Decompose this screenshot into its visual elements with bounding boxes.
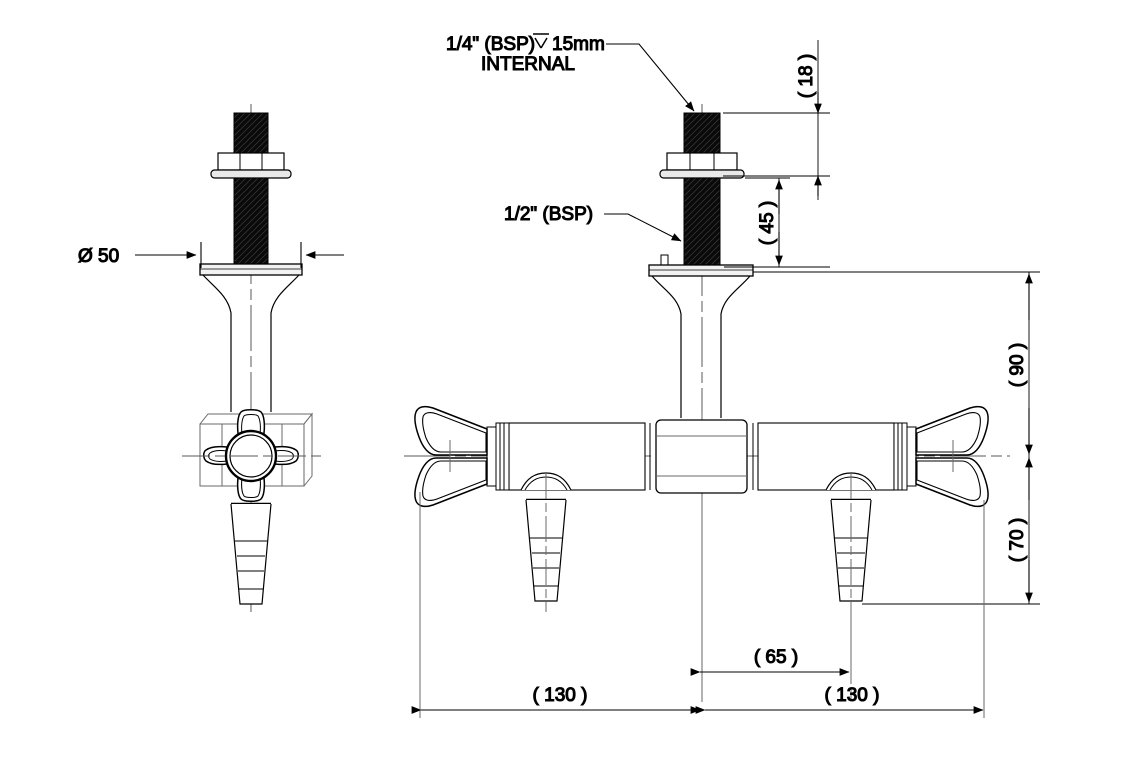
dim-diameter-50-label: Ø 50 bbox=[78, 246, 119, 267]
front-left-handle-lower-wing bbox=[414, 457, 488, 508]
side-cross-handle bbox=[182, 409, 322, 502]
front-upper-thread bbox=[683, 112, 721, 158]
front-left-handle bbox=[414, 405, 510, 508]
side-main-thread bbox=[233, 177, 269, 267]
dim-130-left: ( 130 ) bbox=[411, 492, 701, 718]
dim-130-left-label: ( 130 ) bbox=[533, 685, 588, 706]
side-upper-thread bbox=[233, 112, 269, 158]
front-left-collar-rings bbox=[644, 423, 651, 490]
dim-90: ( 90 ) bbox=[753, 271, 1040, 456]
dim-90-label: ( 90 ) bbox=[1007, 343, 1028, 387]
dim-70: ( 70 ) bbox=[862, 456, 1040, 605]
front-right-handle-upper-wing bbox=[915, 405, 989, 456]
dim-18: ( 18 ) bbox=[723, 40, 830, 200]
dim-130-right: ( 130 ) bbox=[695, 500, 985, 718]
note-half-bsp-leader bbox=[604, 213, 682, 242]
side-body-flare-right bbox=[270, 274, 300, 412]
side-body-flare bbox=[202, 274, 232, 412]
front-riser-flare-right bbox=[720, 275, 751, 418]
note-quarter-bsp-leader bbox=[606, 43, 695, 112]
dim-45: ( 45 ) bbox=[724, 177, 830, 268]
dim-65: ( 65 ) bbox=[690, 612, 852, 680]
note-quarter-bsp-line1-prefix: 1/4" (BSP) bbox=[446, 34, 535, 55]
front-view-group bbox=[404, 104, 1010, 702]
dim-130-right-label: ( 130 ) bbox=[825, 685, 880, 706]
front-right-handle bbox=[893, 405, 989, 508]
note-quarter-bsp: 1/4" (BSP) 15mm INTERNAL bbox=[445, 33, 695, 112]
front-washer bbox=[659, 169, 745, 179]
note-half-bsp: 1/2" (BSP) bbox=[503, 203, 682, 242]
note-quarter-bsp-line1-suffix: 15mm bbox=[552, 34, 605, 55]
front-right-collar-rings bbox=[752, 423, 759, 490]
depth-symbol-icon bbox=[533, 33, 549, 49]
front-right-barrel bbox=[757, 422, 895, 491]
front-riser-flare-left bbox=[651, 275, 682, 418]
dim-18-label: ( 18 ) bbox=[796, 54, 817, 98]
note-half-bsp-label: 1/2" (BSP) bbox=[504, 204, 593, 225]
side-washer bbox=[210, 169, 292, 179]
front-left-handle-upper-wing bbox=[414, 405, 488, 456]
side-flange-plate bbox=[199, 263, 303, 276]
front-main-thread bbox=[683, 177, 721, 267]
dim-65-label: ( 65 ) bbox=[754, 647, 798, 668]
front-flange-plate bbox=[648, 264, 754, 277]
front-left-nozzle bbox=[520, 472, 572, 612]
front-centre-block bbox=[655, 419, 748, 494]
note-quarter-bsp-line2: INTERNAL bbox=[481, 54, 575, 75]
front-hex-nut bbox=[666, 152, 738, 171]
dim-70-label: ( 70 ) bbox=[1007, 518, 1028, 562]
side-hex-nut bbox=[217, 152, 285, 171]
front-right-handle-lower-wing bbox=[915, 457, 989, 508]
side-view-group bbox=[182, 104, 322, 612]
side-hose-nozzle bbox=[230, 502, 272, 605]
side-nozzle-body bbox=[230, 503, 272, 605]
dim-45-label: ( 45 ) bbox=[757, 201, 778, 245]
dim-diameter-50: Ø 50 bbox=[77, 242, 344, 268]
